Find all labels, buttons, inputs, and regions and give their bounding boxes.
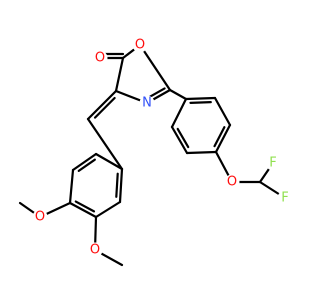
atom-f-top: F bbox=[269, 156, 276, 171]
bond-C4-C5 bbox=[114, 56, 125, 93]
atom-labels: O O N O F F O O bbox=[32, 37, 293, 258]
bond-B2-B3 bbox=[170, 125, 189, 155]
bond-A1-A2-second-line bbox=[77, 158, 96, 172]
atom-f-right: F bbox=[281, 191, 288, 206]
bond-A4-A5 bbox=[94, 200, 122, 219]
bond-A3-A4-second-line bbox=[74, 200, 96, 213]
bond-CH-A6 bbox=[86, 117, 124, 171]
bond-B2-B3-second-line bbox=[176, 127, 190, 149]
bond-B1-B2 bbox=[170, 97, 188, 129]
bond-C4-CH-second-line bbox=[93, 96, 116, 119]
atom-label-background bbox=[139, 95, 155, 111]
bond-A5-A6-second-line bbox=[115, 172, 119, 198]
bonds bbox=[18, 43, 287, 267]
bond-A5-A6 bbox=[118, 167, 124, 204]
bond-A6-A1 bbox=[94, 152, 124, 171]
atom-o-methoxy-3: O bbox=[35, 210, 45, 225]
bond-C2-B1 bbox=[168, 88, 188, 101]
bond-C4-CH bbox=[86, 89, 118, 121]
bond-A3-A4 bbox=[68, 201, 98, 219]
atom-label-background bbox=[92, 50, 108, 66]
atom-label-background bbox=[132, 37, 148, 53]
atom-label-background bbox=[265, 155, 281, 171]
atom-o-methoxy-4: O bbox=[90, 243, 100, 258]
atom-label-background bbox=[87, 242, 103, 258]
bond-B6-B1 bbox=[184, 96, 217, 101]
atom-n-ring: N bbox=[142, 96, 152, 111]
atom-o-ring: O bbox=[135, 38, 145, 53]
bond-B4-B5-second-line bbox=[213, 126, 226, 148]
bond-A2-A3 bbox=[68, 168, 75, 205]
atom-o-ether-right: O bbox=[227, 175, 237, 190]
bond-B5-B6 bbox=[213, 96, 232, 127]
atom-label-background bbox=[277, 190, 293, 206]
molecule-structure-diagram: O O N O F F O O bbox=[18, 37, 293, 267]
atom-label-background bbox=[32, 209, 48, 225]
bond-O1-C2 bbox=[138, 43, 172, 92]
atom-o-carbonyl: O bbox=[95, 51, 105, 66]
bond-C2-N3-second-line bbox=[147, 87, 166, 99]
bond-B4-B5 bbox=[214, 123, 232, 154]
bond-B3-B4 bbox=[185, 150, 218, 155]
bond-B6-B1-second-line bbox=[189, 101, 212, 104]
bond-A1-A2 bbox=[71, 152, 98, 172]
atom-label-background bbox=[224, 174, 240, 190]
